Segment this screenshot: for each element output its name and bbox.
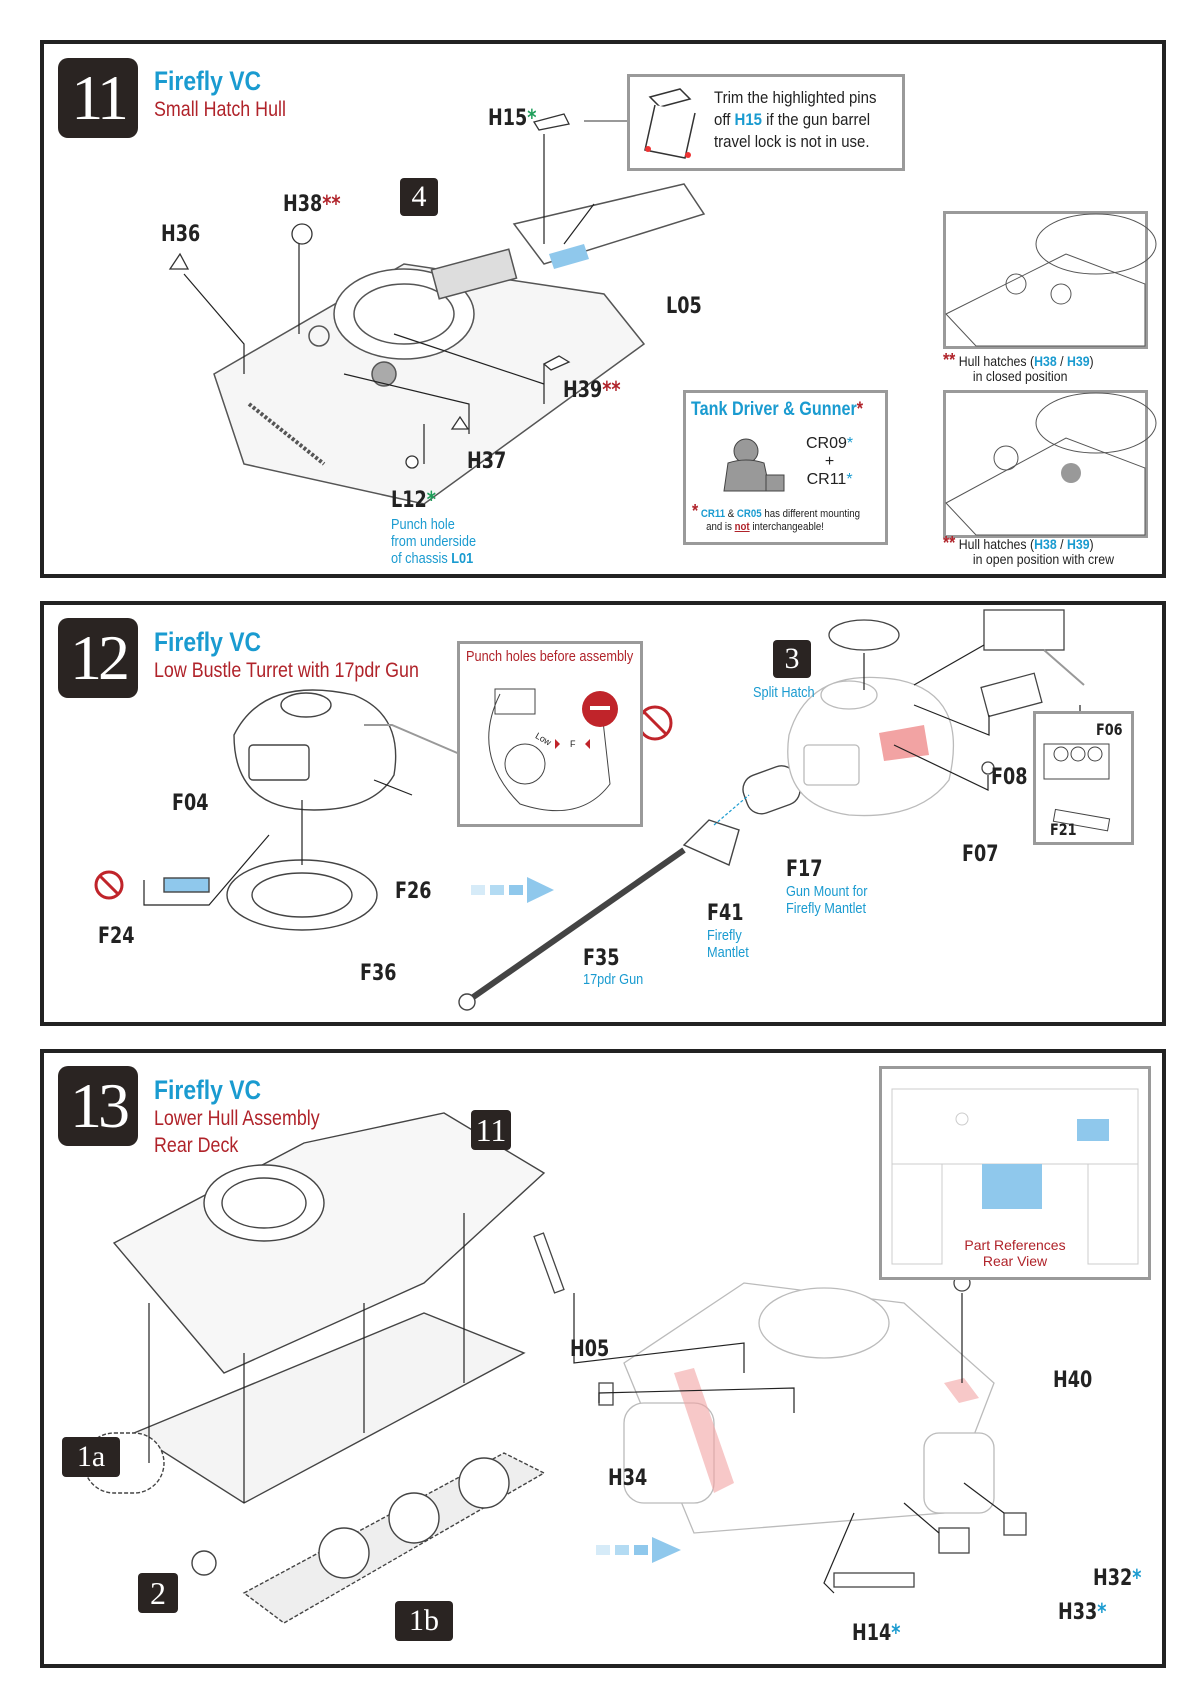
h15-pin-icon (644, 88, 696, 159)
sub-step-badge-11: 11 (471, 1110, 511, 1150)
crew-box: Tank Driver & Gunner* CR09* + CR11* * CR… (683, 390, 888, 545)
sub-step-badge-1b: 1b (395, 1601, 453, 1641)
crew-parts: CR09* + CR11* (806, 435, 854, 488)
part-label-h15: H15* (488, 106, 537, 131)
hatch-closed-caption: ** Hull hatches (H38 / H39) in closed po… (943, 350, 1094, 384)
trim-note-text: Trim the highlighted pins off H15 if the… (714, 88, 877, 151)
step-subtitle: Lower Hull Assembly (154, 1107, 320, 1130)
part-label-f04: F04 (172, 791, 209, 816)
lower-hull-diagram (83, 1112, 1027, 1624)
f06-detail-box: F06 F21 (1033, 711, 1134, 845)
part-label-h32: H32* (1093, 1566, 1142, 1591)
step-number: 11 (58, 58, 138, 138)
sub-step-badge-2: 2 (138, 1573, 178, 1613)
step-title: Firefly VC (154, 627, 262, 657)
f35-note: 17pdr Gun (583, 971, 644, 988)
part-label-f35: F35 (583, 946, 620, 971)
step-11-panel: 11 Firefly VC Small Hatch Hull 4 H15* H3… (40, 40, 1166, 578)
part-label-l12: L12* (391, 488, 436, 513)
dashed-arrow-right-icon (471, 877, 554, 903)
part-label-f41: F41 (707, 901, 744, 926)
turret-diagram (94, 609, 1085, 1011)
part-label-f07: F07 (962, 842, 999, 867)
step-subtitle: Low Bustle Turret with 17pdr Gun (154, 659, 419, 682)
step-number: 13 (58, 1066, 138, 1146)
step-12-panel: 12 Firefly VC Low Bustle Turret with 17p… (40, 601, 1166, 1026)
step-title: Firefly VC (154, 1075, 262, 1105)
part-label-h05: H05 (570, 1337, 610, 1362)
part-label-h39: H39** (563, 378, 621, 403)
step-subtitle-2: Rear Deck (154, 1134, 239, 1157)
part-label-h14: H14* (852, 1621, 901, 1646)
part-label-h36: H36 (161, 222, 201, 247)
part-label-f24: F24 (98, 924, 135, 949)
part-label-f36: F36 (360, 961, 397, 986)
part-label-h40: H40 (1053, 1368, 1093, 1393)
part-label-f26: F26 (395, 879, 432, 904)
sub-step-badge: 3 (773, 640, 811, 678)
hatch-open-image (943, 390, 1157, 538)
hatch-open-caption: ** Hull hatches (H38 / H39) in open posi… (943, 533, 1114, 567)
part-label-f21: F21 (1050, 820, 1077, 839)
part-label-f08: F08 (991, 765, 1028, 790)
part-label-f17: F17 (786, 857, 823, 882)
hatch-closed-image (943, 211, 1157, 349)
crew-warning: * CR11 & CR05 has different mounting and… (692, 501, 860, 533)
part-label-h34: H34 (608, 1466, 648, 1491)
step-title: Firefly VC (154, 66, 262, 96)
crew-box-title: Tank Driver & Gunner* (691, 399, 864, 420)
punch-holes-box: Punch holes before assembly Low F (457, 641, 643, 827)
step-subtitle: Small Hatch Hull (154, 98, 286, 121)
sub-step-badge: 4 (400, 178, 438, 216)
part-label-h38: H38** (283, 192, 341, 217)
step-13-panel: 13 Firefly VC Lower Hull Assembly Rear D… (40, 1049, 1166, 1668)
l12-note: Punch hole from underside of chassis L01 (391, 516, 477, 567)
part-label-h37: H37 (467, 449, 507, 474)
crew-figure-icon (723, 438, 785, 492)
part-label-h33: H33* (1058, 1600, 1107, 1625)
sub-step-label: Split Hatch (753, 684, 815, 701)
hull-diagram (168, 113, 706, 505)
sub-step-badge-1a: 1a (62, 1437, 120, 1477)
punch-note: Punch holes before assembly (466, 648, 634, 665)
part-label-f06: F06 (1096, 720, 1123, 739)
part-label-l05: L05 (666, 294, 702, 319)
step-number: 12 (58, 618, 138, 698)
trim-note-box: Trim the highlighted pins off H15 if the… (627, 74, 905, 171)
dashed-arrow-right-icon (596, 1537, 681, 1563)
punch-label-f: F (570, 739, 576, 749)
